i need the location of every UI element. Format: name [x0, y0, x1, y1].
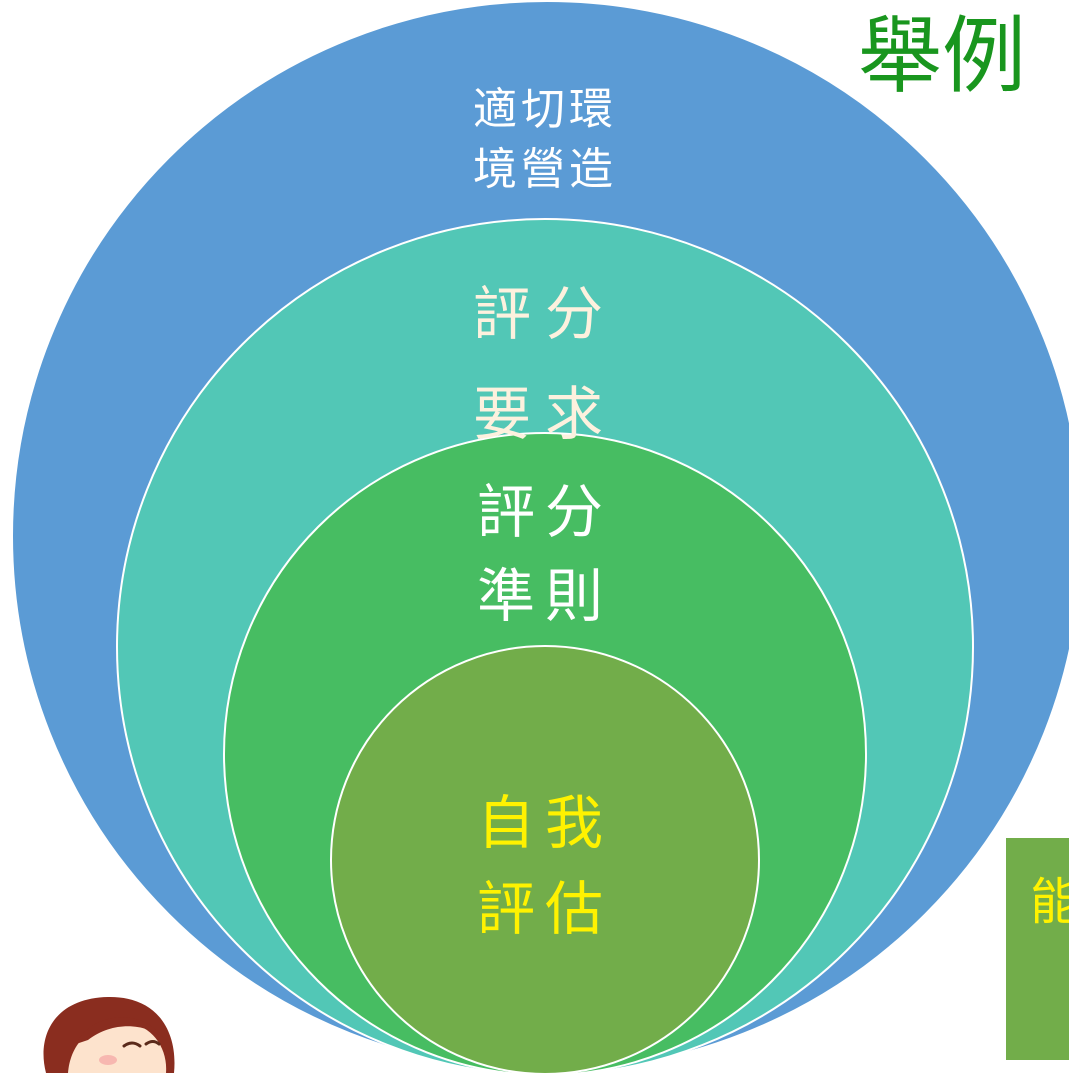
girl-eye [122, 1041, 142, 1048]
girl-bangs [76, 1017, 164, 1044]
inner-circle-label: 自我 評估 [400, 780, 690, 952]
outer-circle-label-line: 境營造 [473, 144, 617, 195]
girl-cheek [99, 1055, 117, 1065]
third-circle-label-line: 準則 [476, 562, 613, 630]
outer-circle-label: 適切環 境營造 [400, 80, 690, 200]
third-circle-label: 評分 準則 [400, 470, 690, 638]
girl-illustration-icon [43, 996, 175, 1073]
slide-title: 舉例 [858, 7, 1027, 105]
third-circle-label-line: 評分 [476, 478, 613, 546]
side-box [1004, 838, 1069, 1060]
inner-circle-label-line: 自我 [476, 789, 613, 857]
second-circle-label-line: 評分 [472, 280, 617, 348]
outer-circle-label-line: 適切環 [473, 84, 617, 135]
side-box-text: 能 [1030, 873, 1069, 931]
second-circle-label: 評分 要求 [400, 264, 690, 464]
inner-circle [330, 645, 760, 1075]
inner-circle-label-line: 評估 [476, 875, 613, 943]
girl-eye [144, 1040, 161, 1046]
second-circle-label-line: 要求 [472, 380, 617, 448]
